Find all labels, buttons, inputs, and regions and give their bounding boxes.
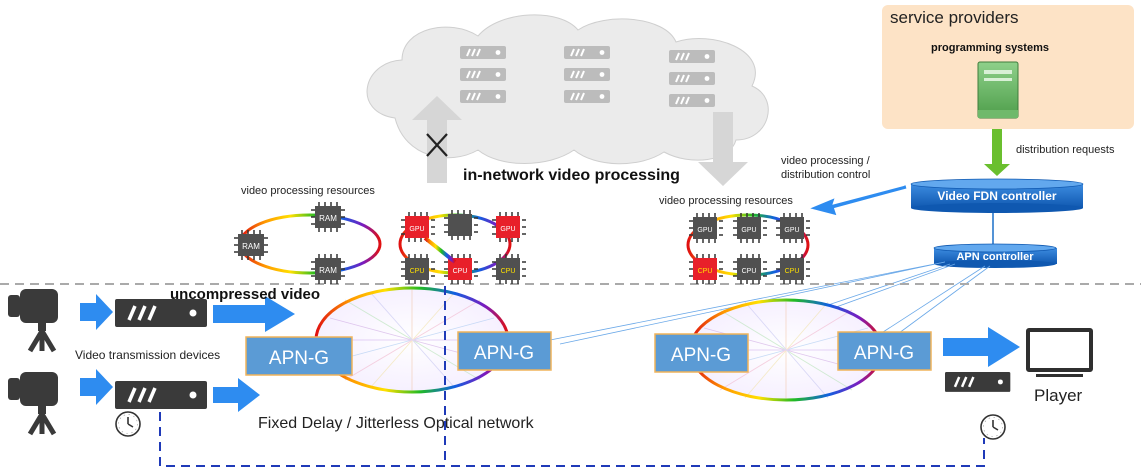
- apn-g-node: APN-G: [837, 331, 932, 371]
- receiver-device: [943, 370, 1012, 394]
- ram-chip: RAM: [310, 201, 346, 233]
- processing-path-left: [417, 224, 510, 334]
- cpu-chip: CPU: [732, 253, 768, 285]
- video-fdn-controller-label: Video FDN controller: [937, 189, 1056, 203]
- svg-text:GPU: GPU: [697, 227, 712, 234]
- programming-systems-label: programming systems: [931, 42, 1049, 54]
- ram-chip: RAM: [233, 229, 269, 261]
- transmission-devices-label: Video transmission devices: [75, 348, 220, 362]
- apn-controller-label: APN controller: [956, 251, 1034, 263]
- gpu-chip: GPU: [491, 211, 527, 243]
- transmission-device: [113, 379, 209, 411]
- apn-g-node: APN-G: [654, 333, 749, 373]
- svg-text:APN-G: APN-G: [854, 343, 914, 364]
- apn-g-node: APN-G: [245, 336, 353, 376]
- processing-path-right: [698, 226, 737, 334]
- cross-mark-icon: [426, 133, 448, 157]
- processing-control-label-1: video processing /: [781, 155, 871, 167]
- svg-text:APN-G: APN-G: [474, 343, 534, 364]
- resources-left-label: video processing resources: [241, 185, 375, 197]
- video-fdn-controller: Video FDN controller: [910, 178, 1084, 213]
- svg-text:GPU: GPU: [500, 226, 515, 233]
- svg-text:CPU: CPU: [785, 268, 800, 275]
- svg-text:GPU: GPU: [784, 227, 799, 234]
- cpu-chip: CPU: [775, 253, 811, 285]
- gpu-chip: GPU: [775, 212, 811, 244]
- svg-text:APN-G: APN-G: [269, 348, 329, 369]
- feed-arrow: [80, 294, 113, 330]
- camera-icon: [8, 289, 58, 351]
- distribution-requests-label: distribution requests: [1016, 144, 1115, 156]
- gpu-chip: GPU: [400, 211, 436, 243]
- resources-right-label: video processing resources: [659, 195, 793, 207]
- svg-text:APN-G: APN-G: [671, 345, 731, 366]
- camera-icon: [8, 372, 58, 434]
- svg-text:CPU: CPU: [742, 268, 757, 275]
- apn-controller: APN controller: [933, 243, 1057, 268]
- svg-text:CPU: CPU: [453, 268, 468, 275]
- clock-icon: [980, 414, 1006, 440]
- uncompressed-video-label: uncompressed video: [170, 286, 320, 303]
- transmission-device: [113, 297, 209, 329]
- service-providers-title: service providers: [890, 8, 1019, 27]
- svg-text:RAM: RAM: [319, 214, 337, 223]
- processing-control-label-2: distribution control: [781, 169, 870, 181]
- svg-text:CPU: CPU: [698, 268, 713, 275]
- svg-text:GPU: GPU: [409, 226, 424, 233]
- svg-text:RAM: RAM: [242, 242, 260, 251]
- output-arrow: [213, 378, 260, 412]
- cloud-servers: [459, 45, 716, 108]
- computer-icon: [977, 61, 1019, 119]
- player-monitor-icon: [1026, 328, 1093, 377]
- player-label: Player: [1034, 386, 1083, 405]
- feed-arrow: [80, 369, 113, 405]
- svg-text:RAM: RAM: [319, 266, 337, 275]
- chip: [443, 209, 479, 241]
- cpu-chip: CPU: [443, 253, 479, 285]
- ram-chip: RAM: [310, 253, 346, 285]
- distribution-request-arrow: [984, 129, 1010, 176]
- control-arrow: [810, 185, 907, 216]
- apn-g-node: APN-G: [457, 331, 552, 371]
- download-arrow: [698, 112, 748, 186]
- gpu-chip: GPU: [688, 212, 724, 244]
- upload-arrow-blocked: [412, 96, 462, 183]
- svg-text:CPU: CPU: [410, 268, 425, 275]
- in-network-processing-label: in-network video processing: [463, 167, 680, 184]
- clock-icon: [115, 411, 141, 437]
- sync-line: [159, 286, 985, 467]
- cpu-chip: CPU: [688, 253, 724, 285]
- network-label: Fixed Delay / Jitterless Optical network: [258, 415, 535, 432]
- output-arrow: [213, 296, 295, 332]
- output-arrow: [943, 327, 1020, 367]
- gpu-chip: GPU: [732, 212, 768, 244]
- svg-text:GPU: GPU: [741, 227, 756, 234]
- cpu-chip: CPU: [400, 253, 436, 285]
